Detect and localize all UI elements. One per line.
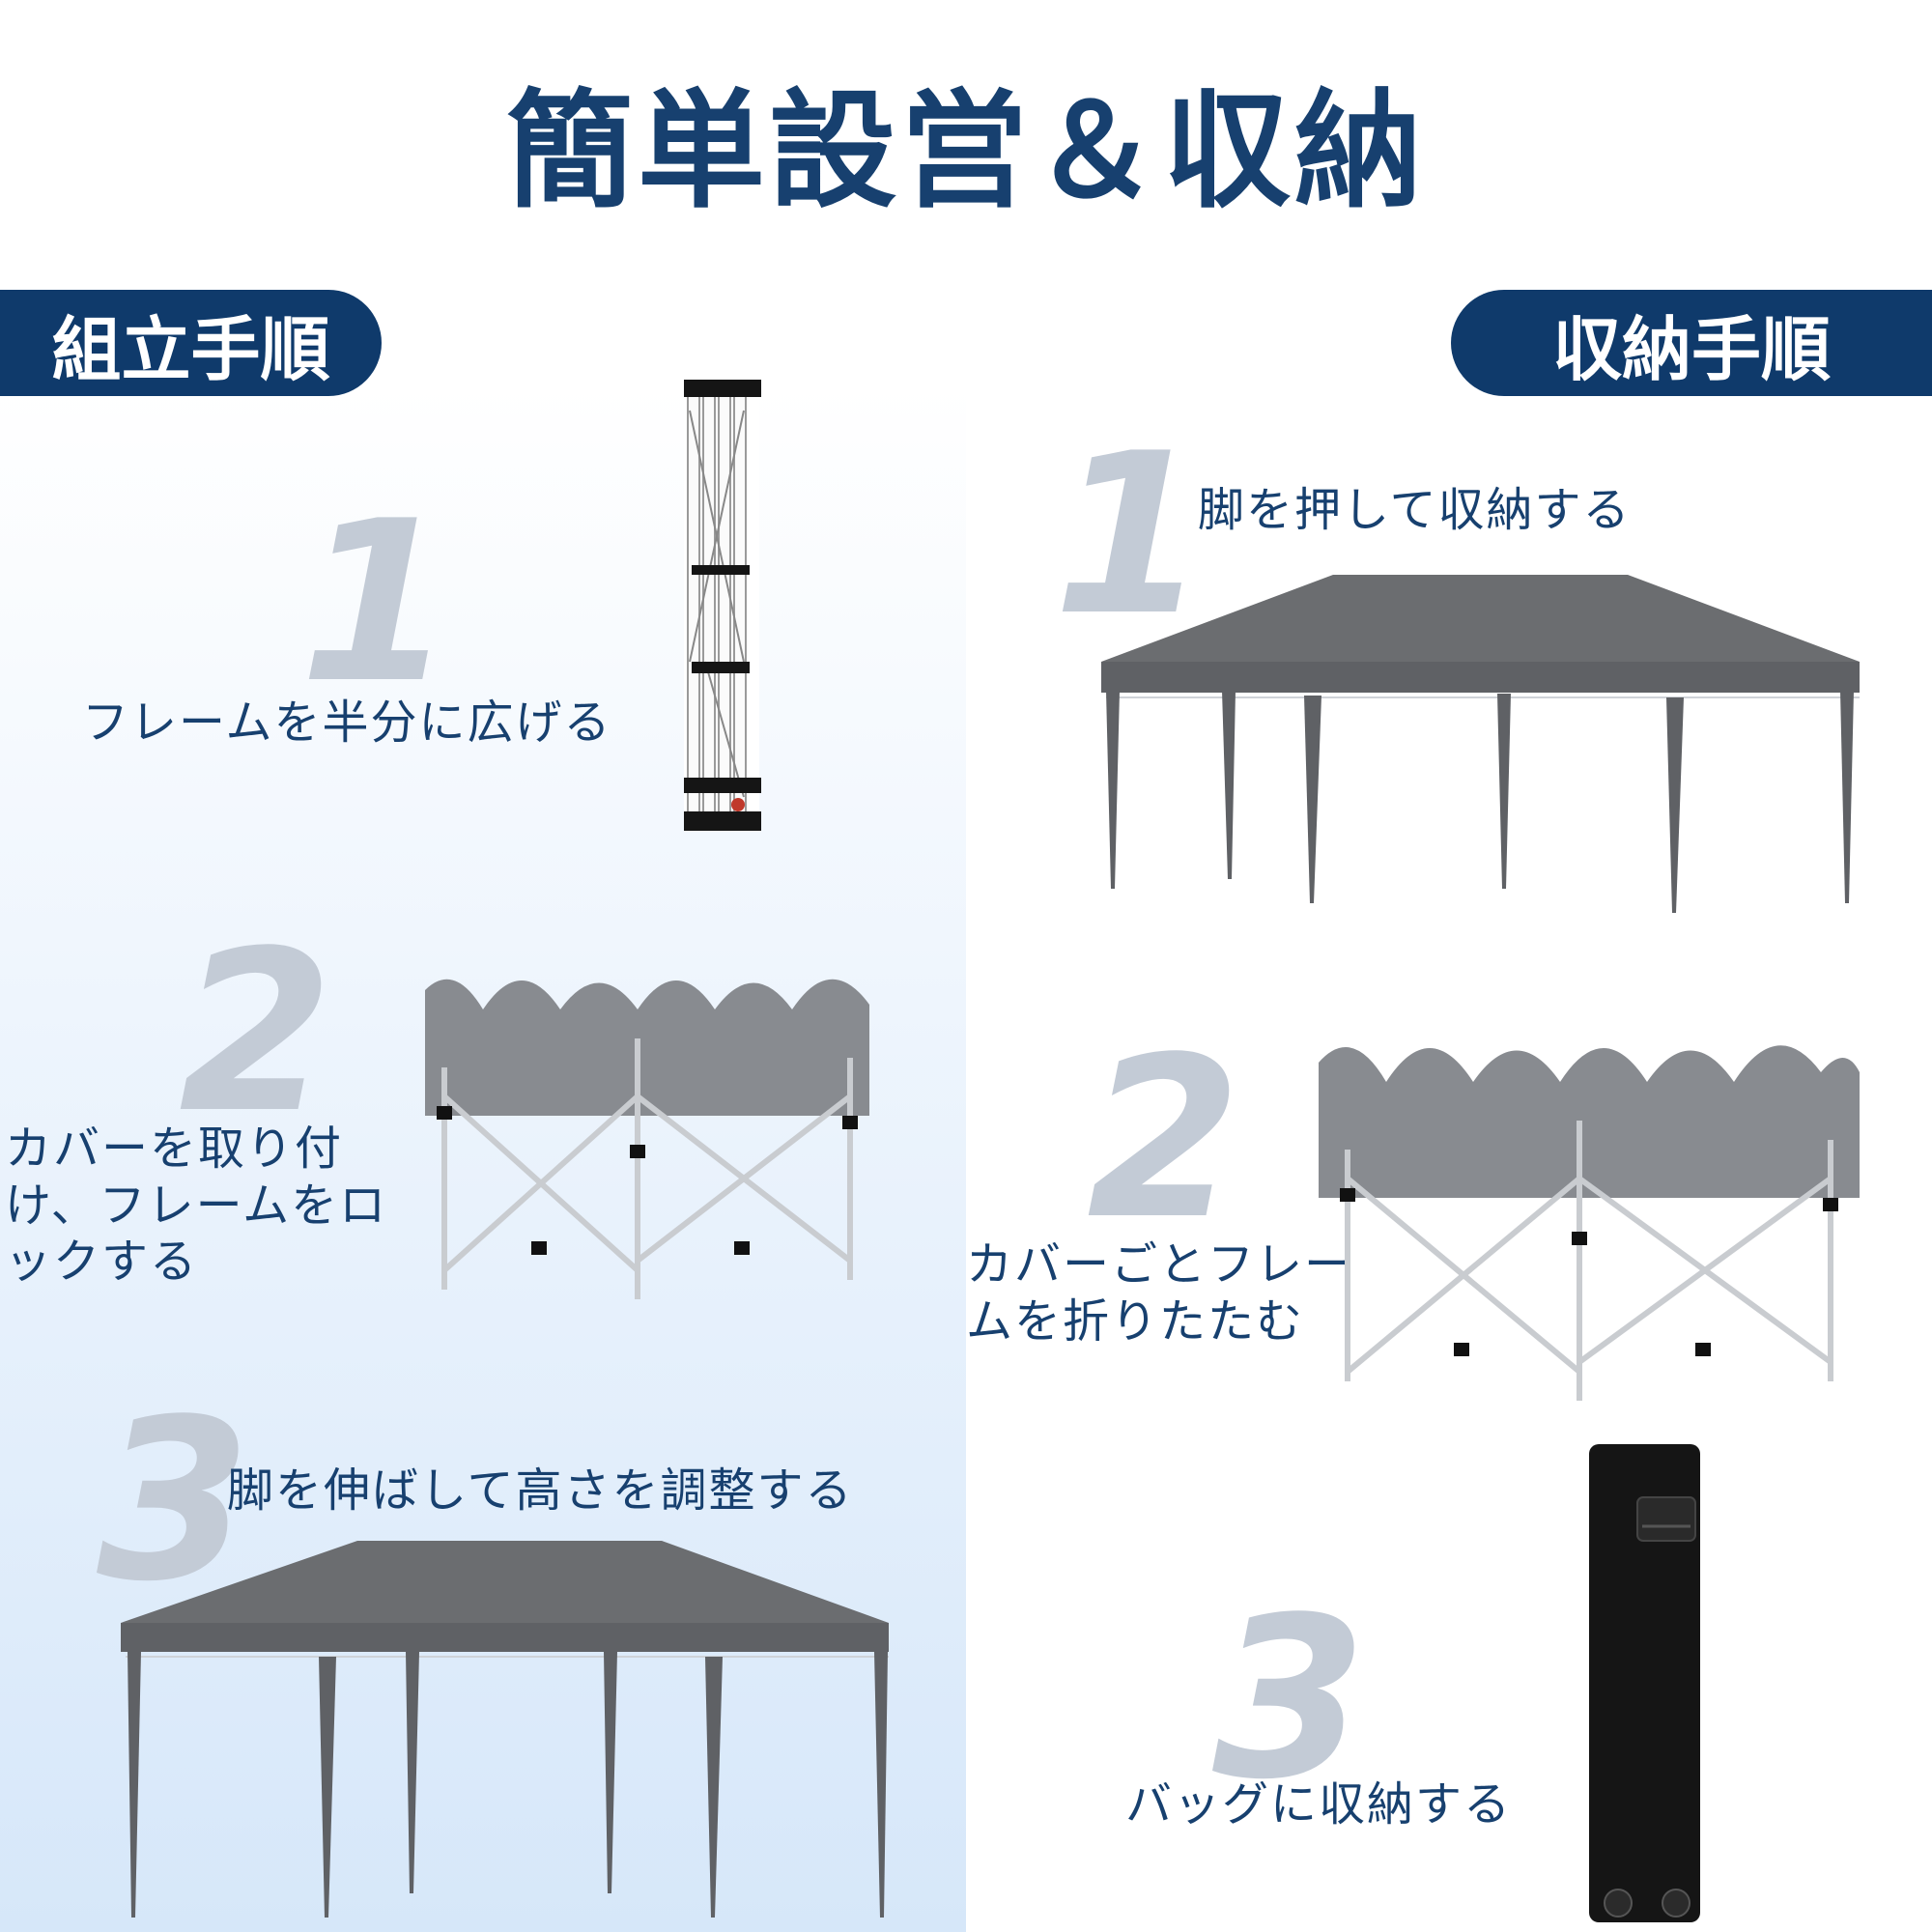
assembly-step-1-number: 1 <box>299 474 455 732</box>
assembly-background <box>0 386 966 1932</box>
assembly-header: 組立手順 <box>0 290 382 396</box>
storage-step-2-number: 2 <box>1087 1010 1242 1268</box>
storage-half-folded-image <box>1319 1045 1860 1401</box>
storage-canopy-image <box>1101 575 1860 913</box>
assembly-step-2-caption: カバーを取り付け、フレームをロックする <box>5 1122 388 1290</box>
page-title: 簡単設営＆収納 <box>506 76 1426 226</box>
storage-step-1-number: 1 <box>1053 407 1208 665</box>
open-canopy-image <box>121 1541 889 1918</box>
assembly-step-3-caption: 脚を伸ばして高さを調整する <box>227 1463 854 1518</box>
folded-frame-image <box>684 380 761 831</box>
assembly-step-3-number: 3 <box>97 1373 252 1631</box>
half-folded-frame-image <box>425 979 869 1299</box>
assembly-step-2-number: 2 <box>179 904 334 1162</box>
storage-header: 収納手順 <box>1451 290 1932 396</box>
storage-bag-image <box>1589 1444 1700 1922</box>
storage-step-3-number: 3 <box>1212 1571 1368 1829</box>
storage-step-2-caption: カバーごとフレームを折りたたむ <box>966 1237 1353 1349</box>
storage-step-3-caption: バッグに収納する <box>1125 1777 1513 1832</box>
assembly-step-1-caption: フレームを半分に広げる <box>82 696 612 750</box>
storage-step-1-caption: 脚を押して収納する <box>1198 483 1632 537</box>
